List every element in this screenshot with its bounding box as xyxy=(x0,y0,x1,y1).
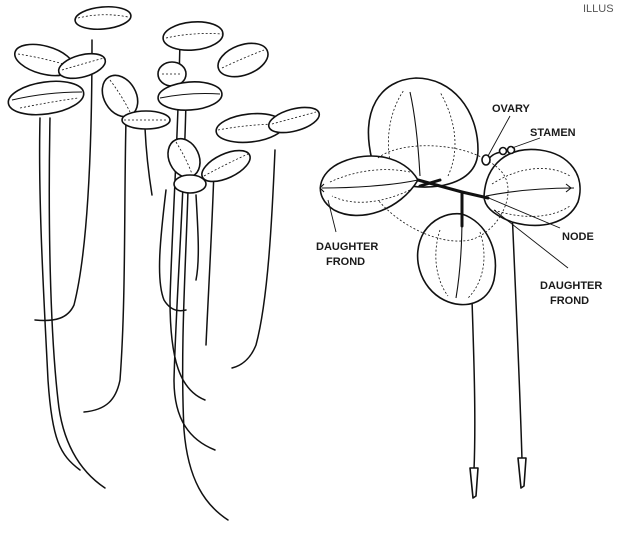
corner-label: ILLUS xyxy=(583,3,614,15)
label-ovary: OVARY xyxy=(492,103,531,115)
label-node: NODE xyxy=(562,231,594,243)
frond-bottom xyxy=(418,214,496,305)
frond-d xyxy=(6,77,86,119)
root-9 xyxy=(196,195,198,280)
frond-o xyxy=(174,175,206,193)
frond-h xyxy=(213,37,272,83)
label-daughter-frond-right-line1: DAUGHTER xyxy=(540,280,602,292)
root-12 xyxy=(206,170,214,345)
root-10 xyxy=(232,150,275,368)
frond-a xyxy=(74,5,132,32)
detail-root-left xyxy=(472,300,475,470)
stamen-anther-1 xyxy=(500,148,507,155)
root-2 xyxy=(49,118,105,488)
label-stamen: STAMEN xyxy=(530,127,576,139)
root-cap-right xyxy=(518,458,526,488)
root-8 xyxy=(183,190,228,520)
label-daughter-frond-left-line2: FROND xyxy=(326,256,365,268)
frond-f xyxy=(122,111,170,129)
plant-cluster xyxy=(6,5,322,520)
frond-l xyxy=(266,103,322,138)
root-5 xyxy=(145,128,152,195)
frond-left xyxy=(320,156,418,215)
label-daughter-frond-left-line1: DAUGHTER xyxy=(316,241,378,253)
leader-stamen xyxy=(512,138,540,148)
ovary xyxy=(482,155,490,165)
detail-root-right xyxy=(512,210,522,460)
frond-g xyxy=(162,19,224,52)
label-daughter-frond-right-line2: FROND xyxy=(550,295,589,307)
root-cap-left xyxy=(470,468,478,498)
